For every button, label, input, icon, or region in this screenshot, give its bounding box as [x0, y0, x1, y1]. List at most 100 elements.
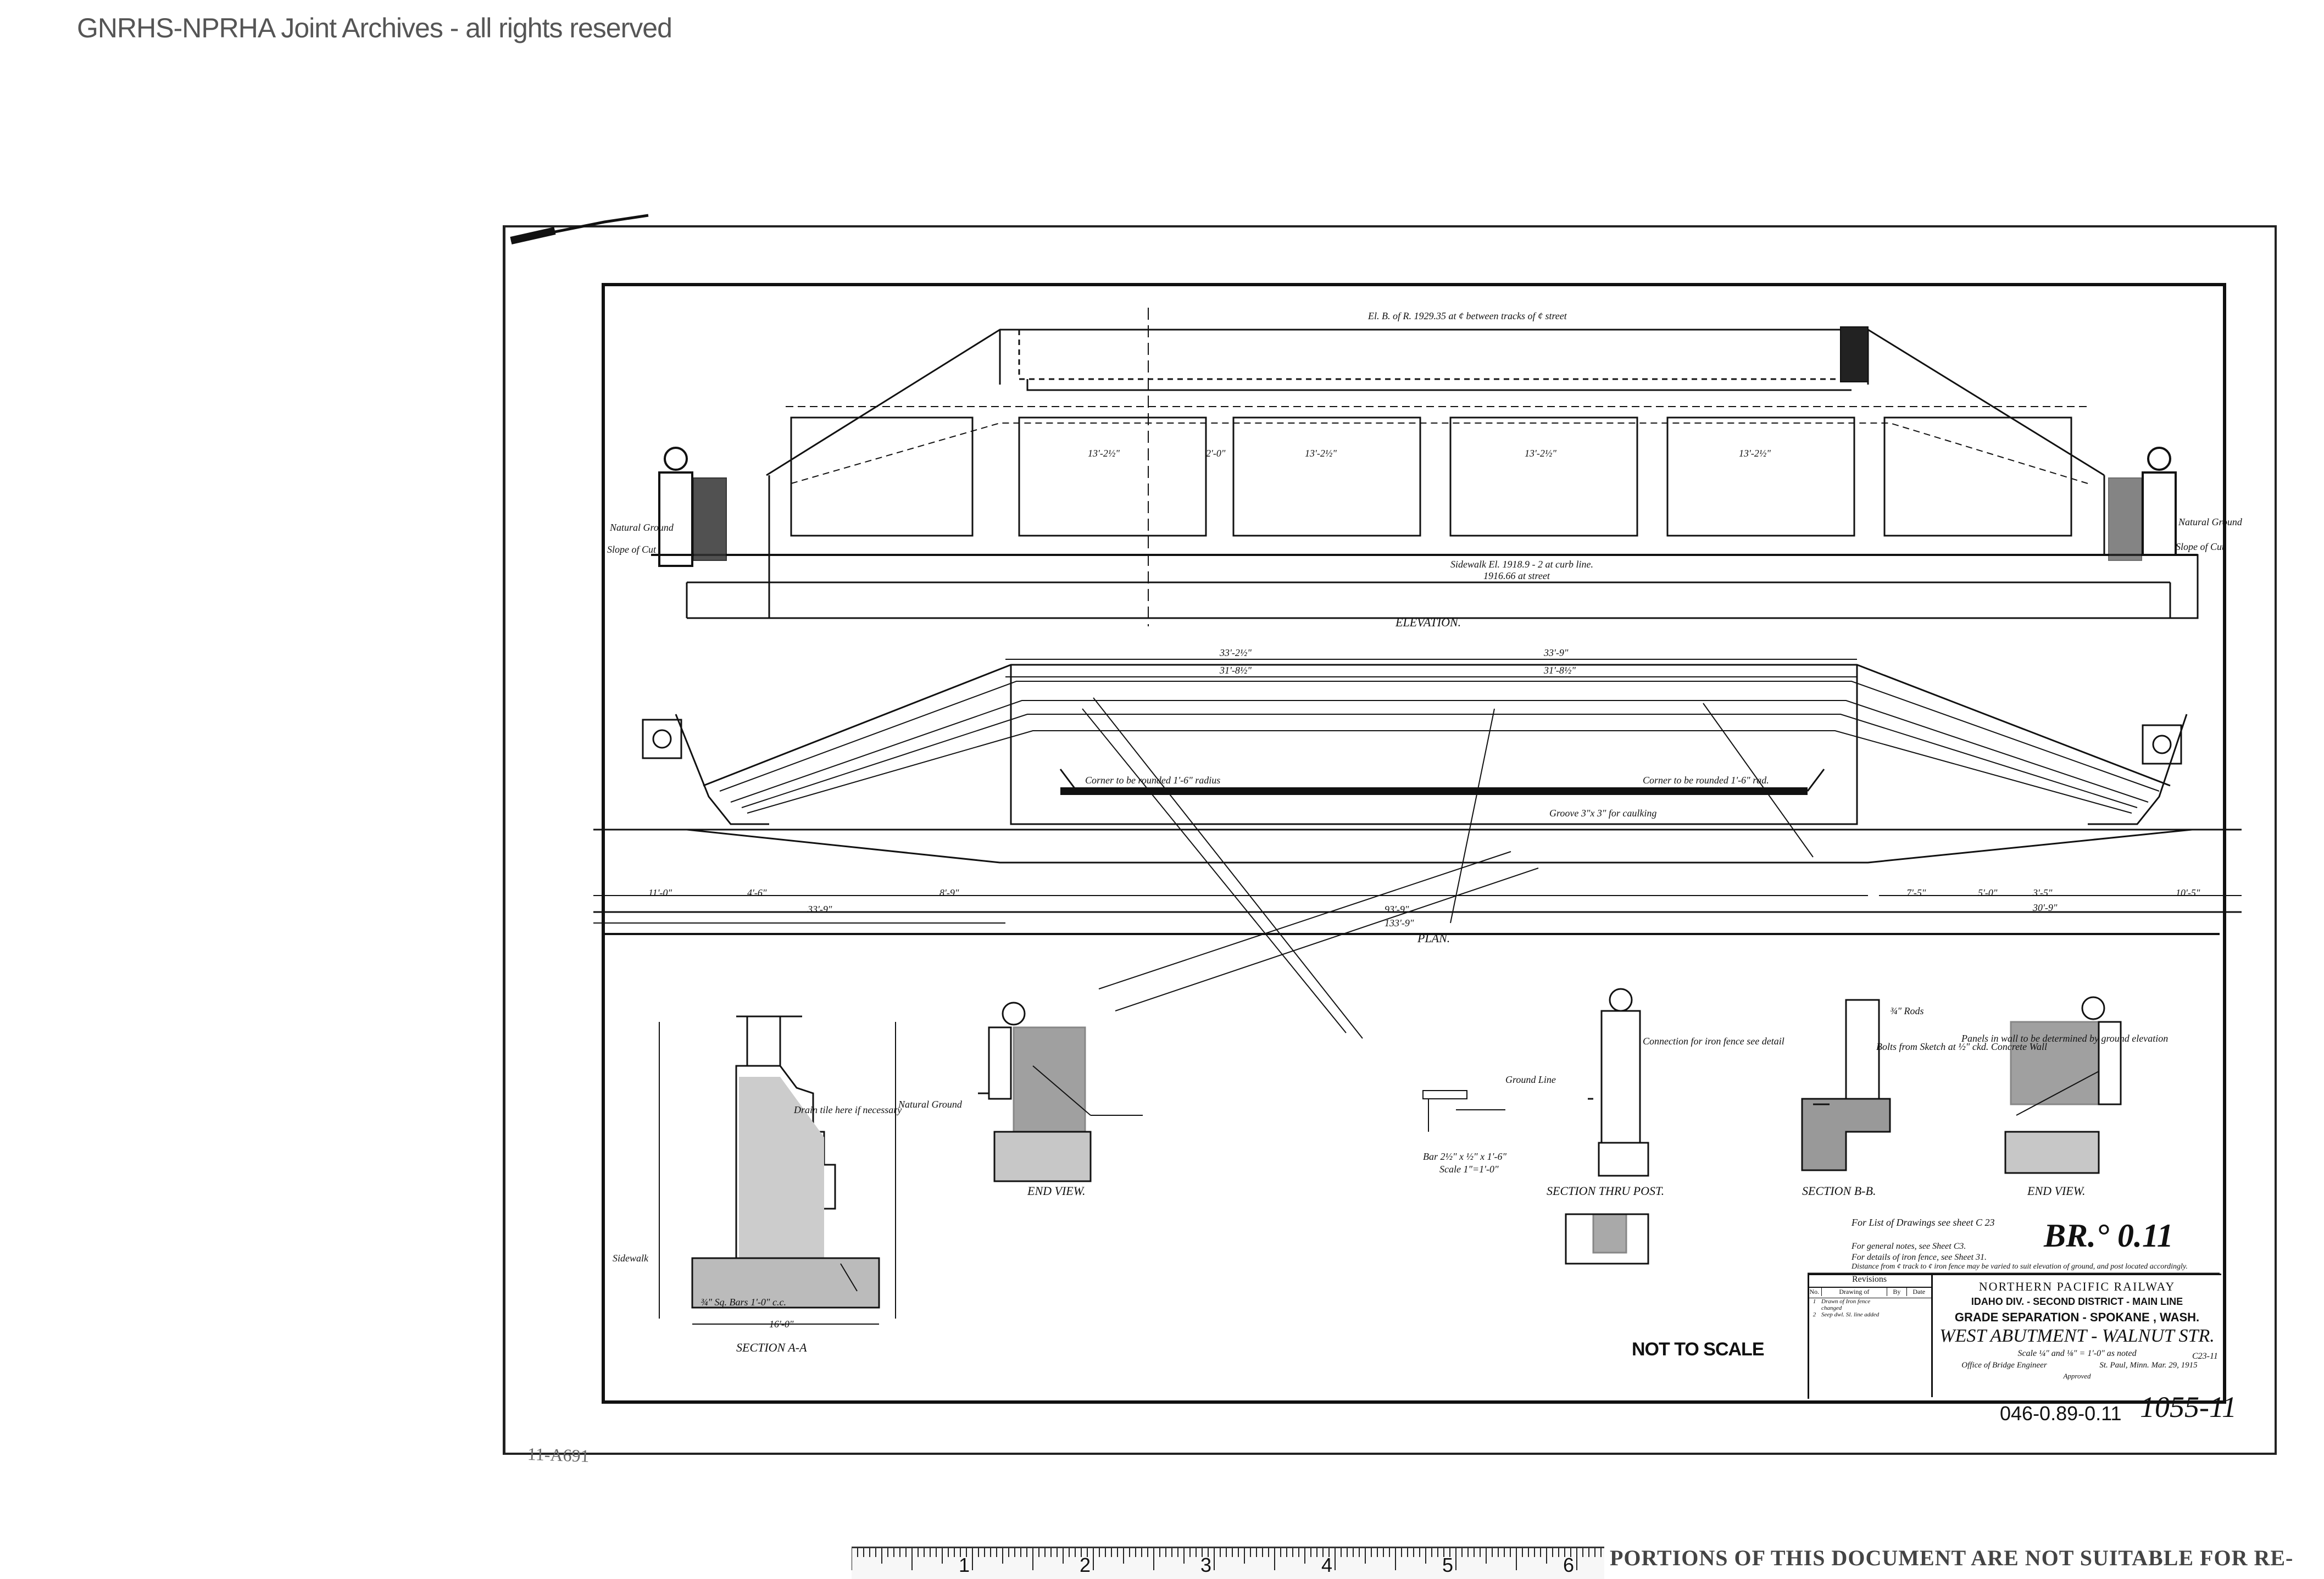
corner-note-right: Corner to be rounded 1'-6" rad.: [1643, 775, 1769, 786]
dim-c: 33'-9": [1544, 647, 1569, 658]
dim-11: 11'-0": [648, 887, 672, 898]
sheet-number: 1055-11: [2140, 1391, 2237, 1424]
section-post-label: SECTION THRU POST.: [1547, 1184, 1665, 1198]
measuring-ruler: 1 2 3 4 5 6: [852, 1547, 1604, 1579]
plan-view: [593, 659, 2242, 1039]
sidewalk-section-note: Sidewalk: [613, 1253, 648, 1264]
revisions-table: Revisions No. Drawing of By Date 1 Drawn…: [1808, 1274, 1933, 1397]
document-number: 046-0.89-0.11: [2000, 1402, 2122, 1425]
rev-row: 2 Seep dwl. Sl. line added: [1808, 1311, 1931, 1318]
rev-row-no: 1: [1813, 1298, 1816, 1305]
ruler-mark-5: 5: [1442, 1554, 1454, 1576]
panel-width-2: 13'-2½": [1305, 448, 1337, 459]
ruler-mark-1: 1: [959, 1554, 970, 1576]
dim-d: 31'-8½": [1544, 665, 1576, 676]
bridge-number: BR.° 0.11: [2044, 1217, 2173, 1254]
section-bb-label: SECTION B-B.: [1802, 1184, 1876, 1198]
panel-width-4: 13'-2½": [1739, 448, 1771, 459]
ruler-mark-2: 2: [1080, 1554, 1091, 1576]
corner-mark: C23-11: [2192, 1352, 2218, 1361]
plan-label: PLAN.: [1417, 931, 1450, 945]
rev-row-desc: Seep dwl. Sl. line added: [1821, 1311, 1880, 1318]
section-bb-view: [1801, 999, 1891, 1171]
bolt-note: Bolts from Sketch at ½" ckd. Concrete Wa…: [1876, 1041, 2048, 1052]
revisions-header: Revisions: [1852, 1275, 1887, 1284]
ruler-mark-4: 4: [1321, 1554, 1333, 1576]
ground-line-note: Ground Line: [1505, 1074, 1556, 1085]
rev-col-by: By: [1887, 1288, 1907, 1296]
bar-note: Bar 2½" x ½" x 1'-6": [1423, 1151, 1506, 1162]
end-view-left: [978, 1002, 1143, 1182]
dim-a: 33'-2½": [1220, 647, 1252, 658]
dim-f: 133'-9": [1385, 918, 1414, 929]
dim-75: 7'-5": [1906, 887, 1926, 898]
dim-e: 93'-9": [1385, 904, 1409, 915]
elevation-label: ELEVATION.: [1395, 615, 1461, 629]
rev-col-drawing: Drawing of: [1822, 1288, 1888, 1296]
slope-cut-right: Slope of Cut: [2176, 541, 2225, 552]
distance-note: Distance from ¢ track to ¢ iron fence ma…: [1852, 1263, 2188, 1271]
rev-row-desc: Drawn of Iron fence changed: [1821, 1298, 1871, 1311]
panels-note: Panels in wall to be determined by groun…: [1961, 1033, 2169, 1044]
archive-watermark: GNRHS-NPRHA Joint Archives - all rights …: [77, 13, 672, 43]
approved-line: Approved: [2063, 1372, 2091, 1380]
handwritten-note: 11-A691: [527, 1444, 590, 1466]
top-elevation-note: El. B. of R. 1929.35 at ¢ between tracks…: [1368, 310, 1567, 321]
dim-45: 4'-6": [747, 887, 767, 898]
place-date-line: St. Paul, Minn. Mar. 29, 1915: [2099, 1361, 2198, 1370]
dim-b: 31'-8½": [1220, 665, 1252, 676]
scale-line: Scale ¼" and ⅛" = 1'-0" as noted: [2017, 1349, 2137, 1358]
dim-160: 16'-0": [769, 1319, 794, 1330]
scale-note: Scale 1"=1'-0": [1439, 1164, 1499, 1175]
drain-tile-note: Drain tile here if necessary: [794, 1104, 902, 1115]
dim-50: 5'-0": [1978, 887, 1998, 898]
title-block: NORTHERN PACIFIC RAILWAY IDAHO DIV. - SE…: [1808, 1274, 2221, 1399]
panel-gap: 2'-0": [1206, 448, 1226, 459]
end-view-right-label: END VIEW.: [2027, 1184, 2086, 1198]
drawing-border: [602, 283, 2226, 1404]
dim-105: 10'-5": [2176, 887, 2200, 898]
drawings-list-note: For List of Drawings see sheet C 23: [1852, 1217, 1995, 1228]
rev-row-no: 2: [1813, 1311, 1816, 1318]
ruler-mark-6: 6: [1563, 1554, 1575, 1576]
slope-cut-left: Slope of Cut: [607, 544, 656, 555]
panel-width-1: 13'-2½": [1088, 448, 1120, 459]
reinforce-note: ¾" Sq. Bars 1'-0" c.c.: [700, 1297, 786, 1308]
ruler-ticks: [852, 1548, 1602, 1570]
general-notes: For general notes, see Sheet C3.: [1852, 1242, 1966, 1251]
street-elevation-note: 1916.66 at street: [1483, 570, 1550, 581]
groove-note: Groove 3"x 3" for caulking: [1549, 808, 1657, 819]
ruler-mark-3: 3: [1200, 1554, 1212, 1576]
natural-ground-section: Natural Ground: [898, 1099, 962, 1110]
corner-note-left: Corner to be rounded 1'-6" radius: [1085, 775, 1221, 786]
dim-309: 30'-9": [2033, 902, 2058, 913]
division-line: IDAHO DIV. - SECOND DISTRICT - MAIN LINE: [1971, 1296, 2183, 1307]
dim-total: 33'-9": [808, 904, 832, 915]
dim-35: 3'-5": [2033, 887, 2053, 898]
section-aa-view: [659, 1015, 896, 1325]
sheet-title: WEST ABUTMENT - WALNUT STR.: [1939, 1326, 2215, 1346]
project-line: GRADE SEPARATION - SPOKANE , WASH.: [1954, 1310, 2200, 1324]
bar-detail: [1422, 1090, 1505, 1132]
rev-col-date: Date: [1912, 1288, 1926, 1296]
iron-fence-note: For details of iron fence, see Sheet 31.: [1852, 1253, 1987, 1262]
dim-89: 8'-9": [939, 887, 959, 898]
rev-row: 1 Drawn of Iron fence changed: [1808, 1298, 1931, 1311]
rev-col-no: No.: [1808, 1288, 1822, 1296]
elevation-view: [651, 308, 2199, 626]
panel-width-3: 13'-2½": [1525, 448, 1556, 459]
drawing-sheet: [503, 225, 2277, 1455]
ruler-notice: PORTIONS OF THIS DOCUMENT ARE NOT SUITAB…: [1610, 1545, 2294, 1570]
section-aa-label: SECTION A-A: [736, 1341, 807, 1354]
office-line: Office of Bridge Engineer: [1961, 1361, 2047, 1370]
section-post-view: [1565, 988, 1649, 1265]
post-connection-note: Connection for iron fence see detail: [1643, 1036, 1784, 1047]
end-view-left-label: END VIEW.: [1027, 1184, 1086, 1198]
natural-ground-right: Natural Ground: [2178, 516, 2242, 527]
railway-name: NORTHERN PACIFIC RAILWAY: [1978, 1280, 2176, 1293]
natural-ground-left: Natural Ground: [610, 522, 674, 533]
end-view-right: [2004, 996, 2122, 1174]
sidewalk-elevation-note: Sidewalk El. 1918.9 - 2 at curb line.: [1450, 559, 1593, 570]
not-to-scale-stamp: NOT TO SCALE: [1632, 1339, 1764, 1360]
